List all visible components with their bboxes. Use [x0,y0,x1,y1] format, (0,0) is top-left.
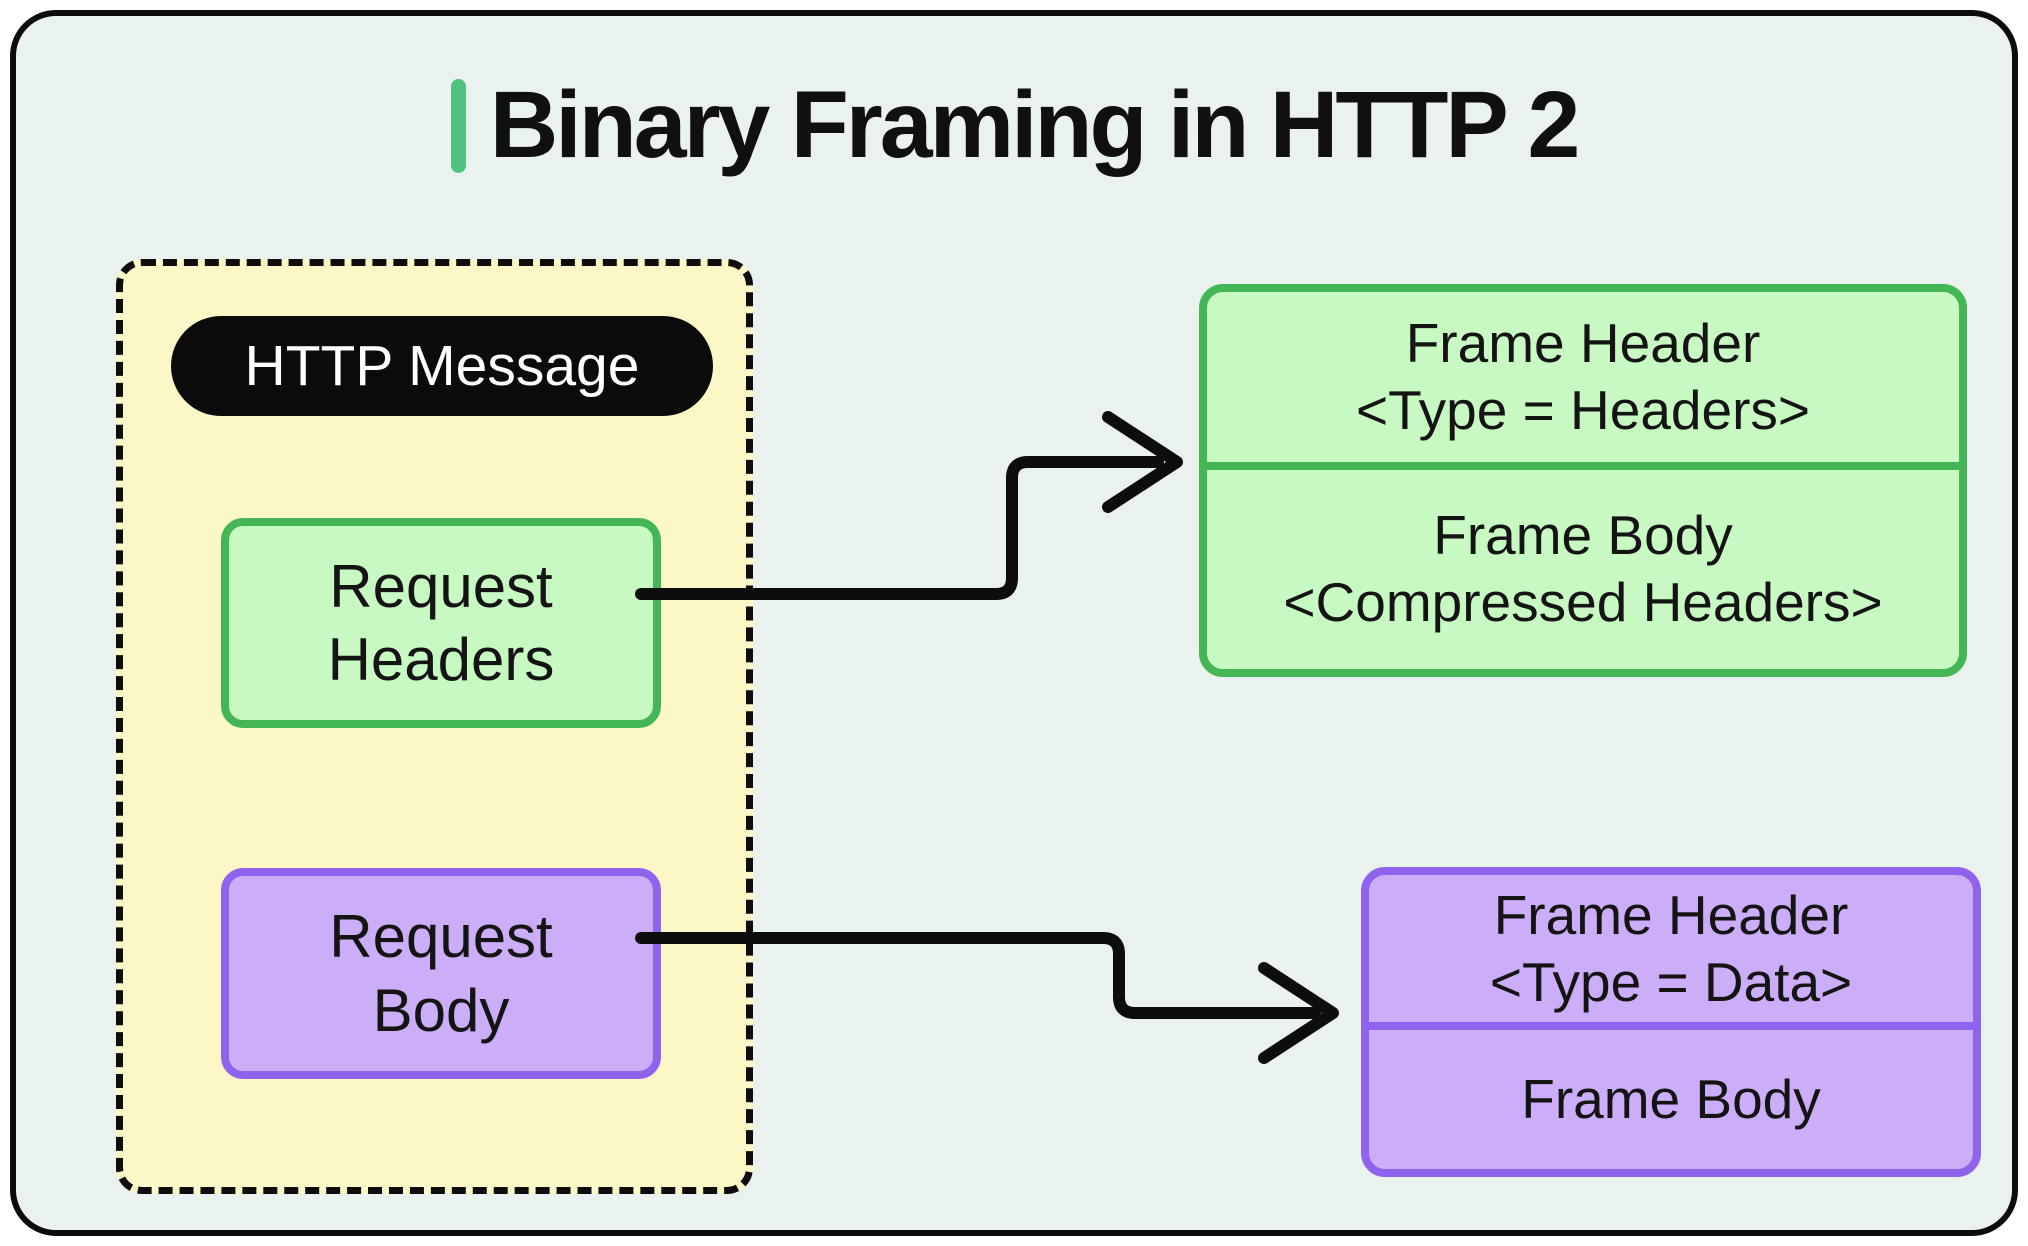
http-message-label: HTTP Message [244,334,640,398]
diagram-card: Binary Framing in HTTP 2 HTTP Message Re… [10,10,2018,1236]
request-headers-line1: Request [329,552,553,620]
headers-frame-body-cell: Frame Body <Compressed Headers> [1207,461,1959,669]
headers-frame-header-line1: Frame Header [1405,311,1761,374]
data-frame-header-line1: Frame Header [1493,883,1849,946]
data-frame-header-line2: <Type = Data> [1489,950,1853,1013]
title-accent-bar [450,78,466,173]
request-headers-line2: Headers [327,626,555,693]
headers-frame-body-line2: <Compressed Headers> [1283,571,1883,634]
title-row: Binary Framing in HTTP 2 [16,78,2012,173]
http-message-panel: HTTP Message Request Headers Request Bod… [116,259,753,1194]
data-frame-body-cell: Frame Body [1369,1022,1973,1169]
page-title: Binary Framing in HTTP 2 [489,72,1581,178]
headers-frame-node: Frame Header <Type = Headers> Frame Body… [1199,284,1967,677]
data-frame-node: Frame Header <Type = Data> Frame Body [1361,867,1981,1177]
headers-frame-header-line2: <Type = Headers> [1355,378,1811,441]
http-message-badge: HTTP Message [171,316,713,416]
headers-frame-header-cell: Frame Header <Type = Headers> [1207,292,1959,462]
headers-frame-body-line1: Frame Body [1433,504,1733,567]
data-frame-body-line1: Frame Body [1521,1068,1821,1131]
request-headers-node: Request Headers [221,518,661,728]
request-body-line2: Body [372,976,510,1044]
request-body-line1: Request [329,903,553,971]
request-body-node: Request Body [221,868,661,1079]
data-frame-header-cell: Frame Header <Type = Data> [1369,875,1973,1022]
